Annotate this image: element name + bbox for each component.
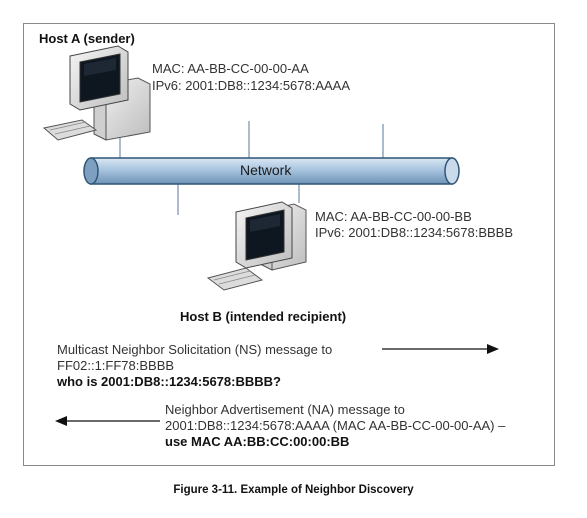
na-arrow-left [55,416,160,426]
network-label: Network [240,162,292,178]
figure-caption: Figure 3-11. Example of Neighbor Discove… [173,484,414,496]
ns-message-line2: FF02::1:FF78:BBBB [57,358,175,373]
computer-icon-host-a [42,45,151,141]
ns-arrow-right [382,344,499,354]
ns-message-line3: who is 2001:DB8::1234:5678:BBBB? [57,374,281,389]
host-b-ipv6: IPv6: 2001:DB8::1234:5678:BBBB [315,225,514,240]
host-b-title: Host B (intended recipient) [180,309,347,324]
ns-message-line1: Multicast Neighbor Solicitation (NS) mes… [57,342,333,357]
na-message-line2: 2001:DB8::1234:5678:AAAA (MAC AA-BB-CC-0… [165,418,506,433]
computer-icon-host-b [206,201,307,291]
na-message-line1: Neighbor Advertisement (NA) message to [165,402,405,417]
host-a-ipv6: IPv6: 2001:DB8::1234:5678:AAAA [152,78,351,93]
host-a-mac: MAC: AA-BB-CC-00-00-AA [152,61,309,76]
na-message-line3: use MAC AA:BB:CC:00:00:BB [165,434,350,449]
network-pipe [83,157,460,185]
host-a-title: Host A (sender) [39,31,135,46]
host-b-mac: MAC: AA-BB-CC-00-00-BB [315,209,472,224]
